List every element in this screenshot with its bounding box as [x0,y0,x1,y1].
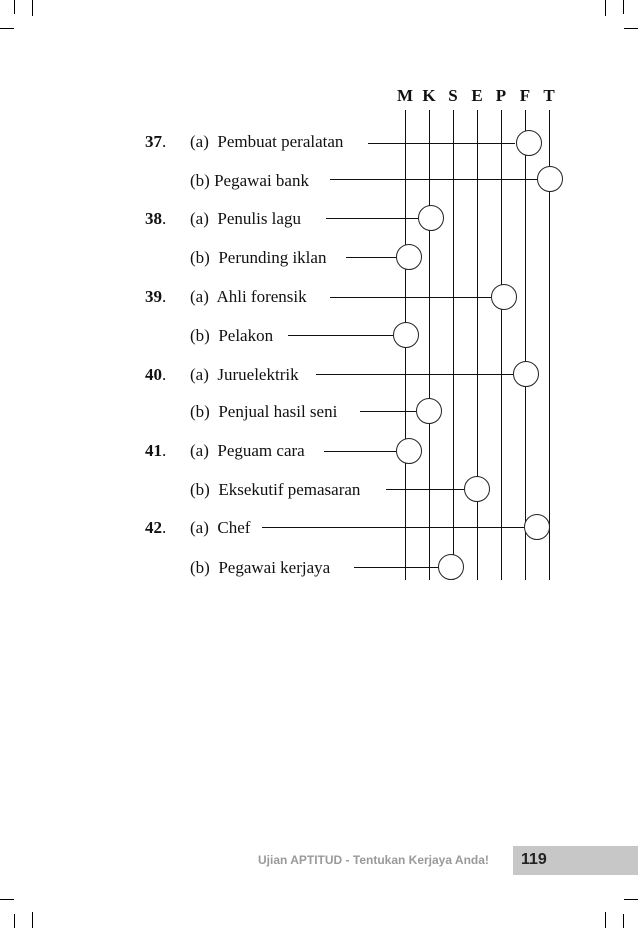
question-number: 39. [145,287,167,306]
answer-bubble-k[interactable] [416,398,442,424]
page-number: 119 [521,851,547,868]
question-number: 42. [145,518,167,537]
answer-bubble-f[interactable] [516,130,542,156]
page-number-box [513,846,638,875]
option-b: (b) Pelakon [190,326,274,345]
leader-line [262,527,524,528]
option-b: (b) Penjual hasil seni [190,402,338,421]
column-line [549,110,550,580]
column-line [429,110,430,580]
leader-line [346,257,396,258]
answer-bubble-p[interactable] [491,284,517,310]
option-a: (a) Chef [190,518,251,537]
option-a: (a) Juruelektrik [190,365,299,384]
question-number: 41. [145,441,167,460]
leader-line [330,297,491,298]
option-a: (a) Peguam cara [190,441,305,460]
leader-line [324,451,396,452]
option-b: (b) Perunding iklan [190,248,327,267]
column-line [477,110,478,580]
answer-bubble-m[interactable] [396,438,422,464]
option-a: (a) Ahli forensik [190,287,307,306]
answer-bubble-m[interactable] [393,322,419,348]
answer-bubble-m[interactable] [396,244,422,270]
answer-bubble-t[interactable] [537,166,563,192]
option-b: (b) Eksekutif pemasaran [190,480,361,499]
question-number: 38. [145,209,167,228]
leader-line [330,179,538,180]
leader-line [354,567,438,568]
column-letter-m: M [396,86,414,105]
leader-line [288,335,393,336]
column-letter-s: S [448,86,458,105]
column-letter-t: T [543,86,555,105]
answer-bubble-s[interactable] [438,554,464,580]
answer-bubble-f[interactable] [513,361,539,387]
option-a: (a) Penulis lagu [190,209,301,228]
column-letter-f: F [519,86,531,105]
answer-bubble-k[interactable] [418,205,444,231]
column-letter-e: E [471,86,483,105]
option-b: (b) Pegawai bank [190,171,309,190]
column-line [501,110,502,580]
leader-line [360,411,416,412]
answer-bubble-e[interactable] [464,476,490,502]
column-letter-p: P [495,86,507,105]
footer-title: Ujian APTITUD - Tentukan Kerjaya Anda! [258,853,489,867]
column-letter-k: K [422,86,436,105]
leader-line [368,143,515,144]
question-number: 40. [145,365,167,384]
question-number: 37. [145,132,167,151]
leader-line [316,374,513,375]
column-line [453,110,454,580]
option-a: (a) Pembuat peralatan [190,132,344,151]
leader-line [386,489,464,490]
option-b: (b) Pegawai kerjaya [190,558,331,577]
answer-bubble-t[interactable] [524,514,550,540]
leader-line [326,218,418,219]
column-line [525,110,526,580]
